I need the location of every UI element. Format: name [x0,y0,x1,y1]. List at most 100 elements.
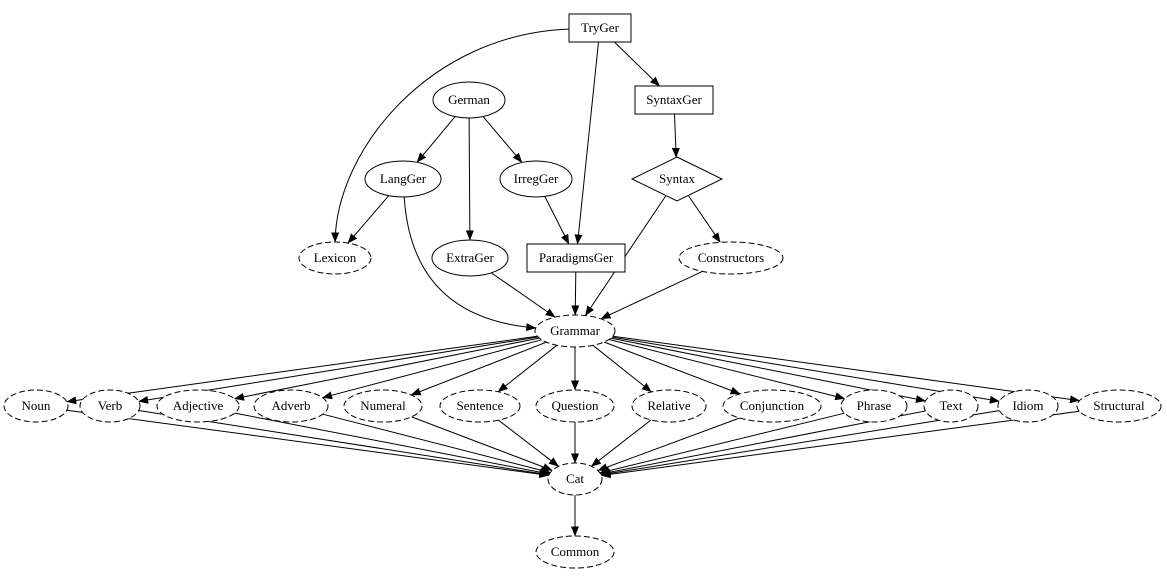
edge-Conjunction-Cat [597,417,740,471]
node-ExtraGer: ExtraGer [431,239,509,277]
node-label: Question [552,398,599,413]
edge-Syntax-Grammar [584,195,667,316]
node-Cat: Cat [547,462,603,496]
node-label: Conjunction [740,398,805,413]
node-Verb: Verb [79,389,141,423]
ellipse-shape [997,389,1059,423]
node-SyntaxGer: SyntaxGer [634,85,714,115]
node-label: German [448,92,490,107]
node-Constructors: Constructors [678,241,784,275]
ellipse-shape [364,160,442,198]
node-Grammar: Grammar [534,314,616,348]
node-Idiom: Idiom [997,389,1059,423]
ellipse-shape [535,389,615,423]
node-label: Text [940,398,963,413]
edge-Noun-Cat [66,409,550,479]
node-label: Relative [647,398,691,413]
ellipse-shape [499,160,573,198]
edge-Grammar-Conjunction [603,341,741,395]
ellipse-shape [439,389,521,423]
edge-Grammar-Sentence [497,344,558,393]
ellipse-shape [298,241,372,275]
node-IrregGer: IrregGer [499,160,573,198]
edge-Grammar-Numeral [410,341,547,396]
node-label: Syntax [659,171,696,186]
edge-Adjective-Cat [234,412,550,477]
diamond-shape [630,156,724,202]
ellipse-shape [535,535,615,569]
node-label: ExtraGer [446,250,494,265]
ellipse-shape [156,389,240,423]
edge-Constructors-Grammar [600,270,703,320]
node-Syntax: Syntax [630,156,724,202]
node-Conjunction: Conjunction [722,389,822,423]
node-Adverb: Adverb [253,389,329,423]
node-label: Structural [1093,398,1145,413]
node-label: Adverb [272,398,311,413]
edge-Grammar-Structural [612,335,1080,404]
node-label: Common [551,544,600,559]
edge-Grammar-Phrase [608,339,846,401]
ellipse-shape [79,389,141,423]
ellipse-shape [547,462,603,496]
node-TryGer: TryGer [568,13,632,43]
node-label: Numeral [360,398,406,413]
edge-Relative-Cat [591,419,652,467]
edge-German-LangGer [416,116,456,163]
node-label: Sentence [457,398,504,413]
rect-shape [568,13,632,43]
edge-Grammar-Relative [592,344,652,393]
node-Noun: Noun [3,389,69,423]
ellipse-shape [343,389,423,423]
ellipse-shape [678,241,784,275]
ellipse-shape [840,389,908,423]
edge-Idiom-Cat [600,410,1000,478]
edge-Adverb-Cat [322,413,551,475]
edges-layer [66,28,1080,537]
edge-Phrase-Cat [599,412,845,475]
node-ParadigmsGer: ParadigmsGer [526,243,626,273]
node-label: Adjective [173,398,224,413]
node-label: Lexicon [314,250,357,265]
edge-ParadigmsGer-Grammar [571,271,580,316]
rect-shape [526,243,626,273]
edge-Sentence-Cat [498,419,559,467]
edge-Grammar-Adjective [234,337,540,401]
node-label: SyntaxGer [646,92,702,107]
node-Common: Common [535,535,615,569]
node-label: Phrase [857,398,892,413]
edge-Numeral-Cat [411,416,553,471]
edge-Grammar-Idiom [611,336,1000,404]
edge-SyntaxGer-Syntax [671,113,680,158]
ellipse-shape [1076,389,1162,423]
node-label: IrregGer [514,171,559,186]
edge-Syntax-Constructors [687,195,721,243]
edge-TryGer-Lexicon [331,28,570,243]
edge-LangGer-Grammar [403,196,537,332]
node-LangGer: LangGer [364,160,442,198]
ellipse-shape [432,81,506,119]
node-label: Constructors [698,250,764,265]
node-label: Idiom [1012,398,1043,413]
node-German: German [432,81,506,119]
node-Structural: Structural [1076,389,1162,423]
ellipse-shape [722,389,822,423]
node-Lexicon: Lexicon [298,241,372,275]
ellipse-shape [3,389,69,423]
node-Question: Question [535,389,615,423]
edge-Grammar-Adverb [322,339,542,400]
edge-ExtraGer-Grammar [491,272,556,318]
edge-German-ExtraGer [465,117,474,241]
node-label: LangGer [380,171,427,186]
edge-German-IrregGer [482,116,523,163]
ellipse-shape [534,314,616,348]
node-Sentence: Sentence [439,389,521,423]
node-label: Grammar [550,323,600,338]
edge-Grammar-Noun [66,335,538,405]
ellipse-shape [431,239,509,277]
rect-shape [634,85,714,115]
edge-LangGer-Lexicon [347,195,390,244]
node-label: Cat [566,471,584,486]
